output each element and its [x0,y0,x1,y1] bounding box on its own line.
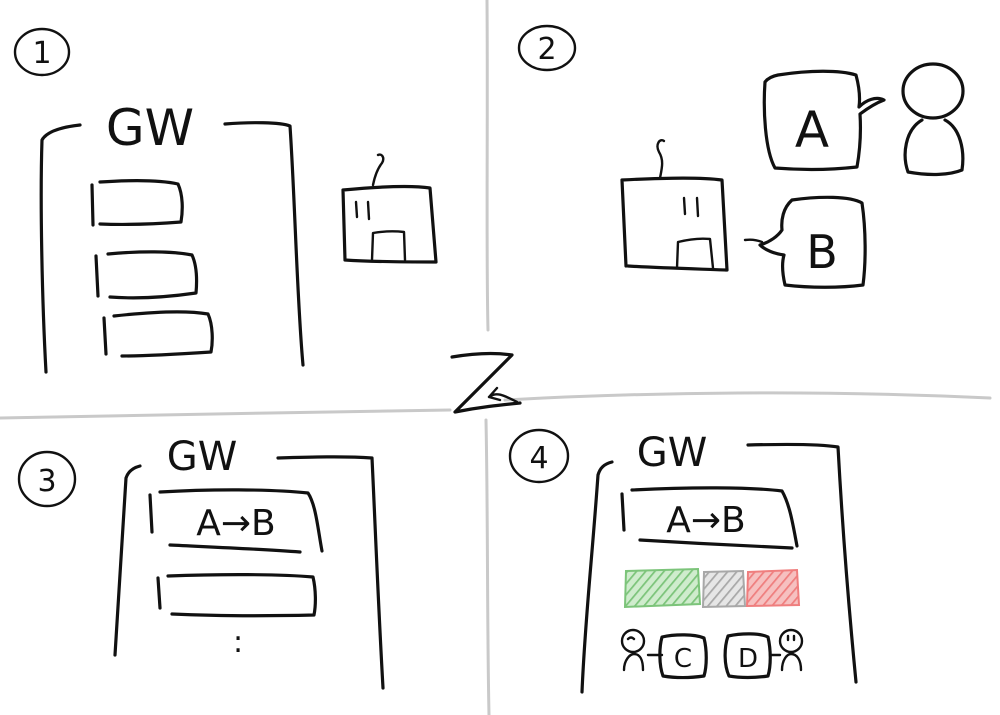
person-icon-d [778,628,804,672]
queue-slot-1 [90,179,184,227]
gateway-label: GW [637,430,708,476]
panel-3-number: 3 [37,464,56,499]
panel-2-number-badge: 2 [517,24,577,72]
building-icon-1 [341,153,438,264]
panel-2: 2 A B [517,24,965,289]
queue-slot-2 [94,250,199,300]
gateway-box-3: GW [113,434,385,690]
vertical-divider-top [485,0,490,332]
status-bar-red [745,568,801,608]
link-building-to-b [743,238,764,244]
more-items-ellipsis: : [233,625,243,660]
person-d-group: D [723,628,804,680]
panel-4-number-badge: 4 [508,428,570,484]
gateway-label: GW [167,434,238,480]
person-c-group: C [620,628,708,680]
panel-1-number-badge: 1 [13,27,71,77]
vertical-divider-bottom [484,418,491,715]
queue-stack [90,179,214,358]
panel-4: 4 GW A→B C D [508,428,858,694]
building-icon-2 [620,139,729,272]
route-card-4: A→B [620,486,799,550]
gateway-label: GW [106,99,194,157]
status-bar-green [623,567,702,609]
person-c-label: C [674,644,692,674]
empty-slot-3 [156,573,317,618]
queue-slot-3 [102,310,214,358]
center-arrow [487,386,519,404]
speech-bubble-a: A [762,69,886,171]
horizontal-divider-left [0,408,452,420]
speech-bubble-b: B [758,195,867,289]
gateway-box-4: GW [580,430,858,694]
bubble-b-label: B [806,225,838,279]
panel-3-number-badge: 3 [17,450,77,508]
person-icon-a [901,62,965,177]
status-bar-gray [701,569,747,609]
gateway-box-1: GW [39,99,305,374]
panel-2-number: 2 [537,32,556,67]
panel-4-number: 4 [529,441,548,476]
route-card-3: A→B [148,488,324,554]
panel-1-number: 1 [32,36,51,71]
panel-3: 3 GW A→B : [17,434,385,690]
panel-1: 1 GW [13,27,438,374]
person-d-label: D [738,644,758,674]
horizontal-divider-right [503,391,992,402]
bubble-a-label: A [795,101,829,159]
status-bars [623,567,801,609]
person-icon-c [620,628,646,672]
route-label: A→B [196,503,276,544]
route-label: A→B [666,500,746,541]
center-z-glyph [450,351,522,414]
